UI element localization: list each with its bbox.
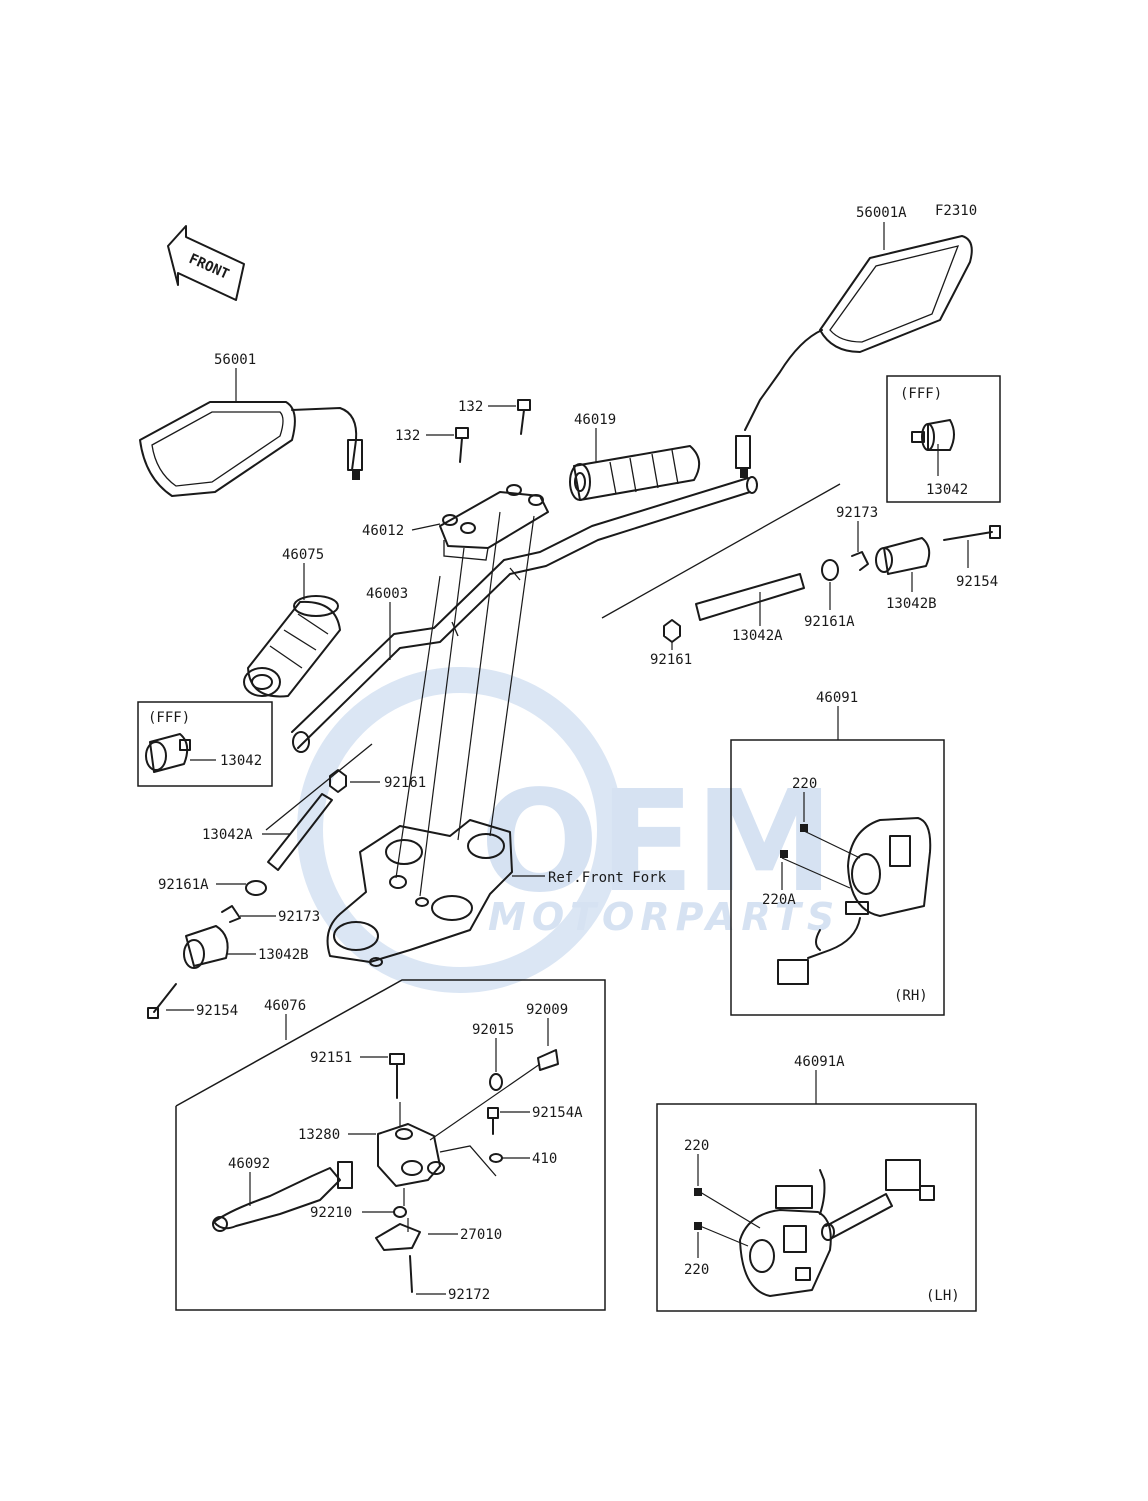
part-label: 46019 <box>574 412 616 428</box>
part-label: 132 <box>395 428 420 444</box>
part-label: 46092 <box>228 1156 270 1172</box>
mirror-right-icon <box>735 235 973 478</box>
part-label: 13042 <box>220 753 262 769</box>
part-label: 92154A <box>532 1105 583 1121</box>
left-switch-housing-icon <box>694 1159 935 1297</box>
part-label: 46075 <box>282 547 324 563</box>
right-switch-housing-icon <box>777 817 932 985</box>
part-label: 92154 <box>956 574 998 590</box>
part-label: 410 <box>532 1151 557 1167</box>
nut-92161-icon <box>663 619 681 643</box>
part-label: 13042 <box>926 482 968 498</box>
part-label: 92151 <box>310 1050 352 1066</box>
watermark-sub: MOTORPARTS <box>488 895 840 939</box>
mirror-left-icon <box>139 401 363 497</box>
watermark-brand: OEM <box>480 761 834 924</box>
screw-92154-icon <box>943 531 993 541</box>
bar-end-fff-left-icon <box>145 733 191 773</box>
bar-end-fff-right-icon <box>911 419 955 451</box>
triple-clamp-icon <box>326 511 535 967</box>
part-label: 92173 <box>278 909 320 925</box>
fff-box-right <box>886 375 1001 503</box>
part-label: 46091A <box>794 1054 845 1070</box>
switch-rh-label: (RH) <box>894 988 928 1004</box>
clutch-lever-box <box>175 979 606 1311</box>
part-label: 13042B <box>886 596 937 612</box>
fff-right-label: (FFF) <box>900 386 942 402</box>
part-label: 92154 <box>196 1003 238 1019</box>
part-label: 92161 <box>384 775 426 791</box>
clip-92173-icon <box>851 551 869 571</box>
handlebar-icon <box>291 476 758 753</box>
part-label: 46076 <box>264 998 306 1014</box>
part-label: 46091 <box>816 690 858 706</box>
part-label: 92173 <box>836 505 878 521</box>
part-label: 132 <box>458 399 483 415</box>
part-label: 220 <box>684 1262 709 1278</box>
part-label: 92210 <box>310 1205 352 1221</box>
part-label: 56001 <box>214 352 256 368</box>
weight-shaft-left-icon <box>267 793 333 871</box>
front-arrow-icon: FRONT <box>167 225 245 301</box>
part-label: 46012 <box>362 523 404 539</box>
part-labels: 56001 56001A 132 132 46019 46012 46075 4… <box>158 205 998 1303</box>
bar-end-13042b-icon <box>883 537 931 575</box>
nut-92161-left-icon <box>329 769 347 793</box>
collar-92161a-left-icon <box>245 880 267 896</box>
figure-code: F2310 <box>935 203 977 219</box>
ref-front-fork-label: Ref.Front Fork <box>548 870 667 886</box>
part-label: 92009 <box>526 1002 568 1018</box>
collar-92161a-icon <box>821 559 839 581</box>
part-label: 13042A <box>732 628 783 644</box>
fff-box-left <box>137 701 273 787</box>
bar-end-left-group <box>147 743 373 1019</box>
clip-92173-left-icon <box>221 905 241 923</box>
part-label: 220 <box>792 776 817 792</box>
weight-shaft-icon <box>695 573 805 621</box>
watermark: OEM MOTORPARTS <box>297 667 840 993</box>
fff-left-label: (FFF) <box>148 710 190 726</box>
bolt-132-icon <box>455 399 531 463</box>
throttle-grip-icon <box>569 445 701 501</box>
switch-lh-label: (LH) <box>926 1288 960 1304</box>
part-label: 13042A <box>202 827 253 843</box>
part-label: 13280 <box>298 1127 340 1143</box>
part-label: 27010 <box>460 1227 502 1243</box>
handlebar-holder-icon <box>439 484 549 561</box>
leader-lines <box>166 222 969 1295</box>
part-label: 46003 <box>366 586 408 602</box>
part-label: 92015 <box>472 1022 514 1038</box>
clutch-lever-assembly-icon <box>212 1049 559 1293</box>
part-label: 220A <box>762 892 796 908</box>
part-label: 92161A <box>804 614 855 630</box>
part-label: 13042B <box>258 947 309 963</box>
left-grip-icon <box>243 595 341 698</box>
part-label: 92161A <box>158 877 209 893</box>
part-label: 220 <box>684 1138 709 1154</box>
part-label: 92161 <box>650 652 692 668</box>
bar-end-right-group <box>601 483 1001 643</box>
bar-end-13042b-left-icon <box>185 925 229 967</box>
part-label: 56001A <box>856 205 907 221</box>
part-label: 92172 <box>448 1287 490 1303</box>
